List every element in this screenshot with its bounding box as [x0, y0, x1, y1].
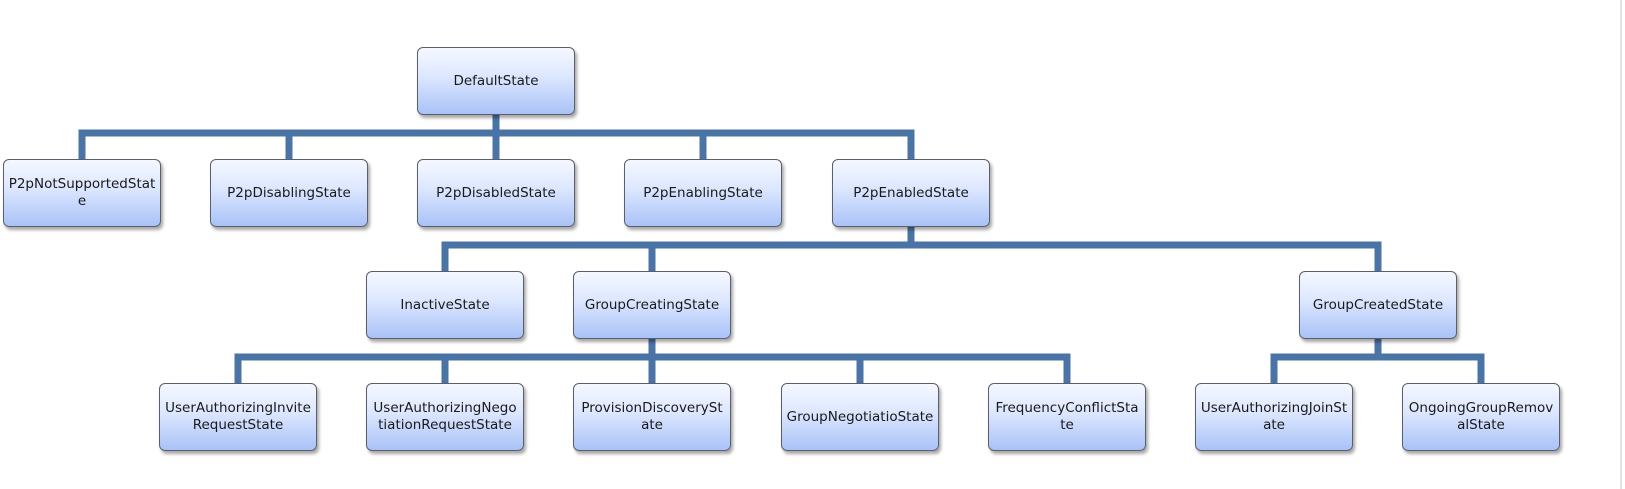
node-label: OngoingGroupRemovalState [1408, 400, 1554, 433]
node-ongoing-group-removal-state: OngoingGroupRemovalState [1402, 383, 1560, 451]
node-provision-discovery-state: ProvisionDiscoveryState [573, 383, 731, 451]
node-label: FrequencyConflictState [995, 400, 1139, 433]
node-p2p-enabling-state: P2pEnablingState [624, 159, 782, 227]
node-group-negotiation-state: GroupNegotiatioState [781, 383, 939, 451]
node-user-authorizing-invite-request-state: UserAuthorizingInviteRequestState [159, 383, 317, 451]
node-label: UserAuthorizingNegotiationRequestState [373, 400, 517, 433]
node-label: P2pEnablingState [643, 184, 763, 201]
node-label: UserAuthorizingInviteRequestState [165, 400, 311, 433]
node-label: GroupCreatingState [584, 296, 720, 313]
node-label: ProvisionDiscoveryState [581, 400, 723, 433]
page-edge-divider [1620, 0, 1622, 489]
node-label: P2pDisablingState [227, 184, 351, 201]
node-p2p-disabled-state: P2pDisabledState [417, 159, 575, 227]
node-group-creating-state: GroupCreatingState [573, 271, 731, 339]
node-p2p-disabling-state: P2pDisablingState [210, 159, 368, 227]
node-p2p-not-supported-state: P2pNotSupportedState [3, 159, 161, 227]
node-label: GroupCreatedState [1312, 296, 1444, 313]
node-p2p-enabled-state: P2pEnabledState [832, 159, 990, 227]
node-label: InactiveState [400, 296, 490, 313]
node-frequency-conflict-state: FrequencyConflictState [988, 383, 1146, 451]
node-label: UserAuthorizingJoinState [1200, 400, 1348, 433]
node-inactive-state: InactiveState [366, 271, 524, 339]
node-label: GroupNegotiatioState [786, 408, 934, 425]
node-label: P2pNotSupportedState [8, 176, 156, 209]
node-user-authorizing-join-state: UserAuthorizingJoinState [1195, 383, 1353, 451]
node-label: DefaultState [453, 72, 539, 89]
node-default-state: DefaultState [417, 47, 575, 115]
node-group-created-state: GroupCreatedState [1299, 271, 1457, 339]
node-label: P2pDisabledState [436, 184, 556, 201]
node-label: P2pEnabledState [853, 184, 969, 201]
node-user-authorizing-negotiation-request-state: UserAuthorizingNegotiationRequestState [366, 383, 524, 451]
